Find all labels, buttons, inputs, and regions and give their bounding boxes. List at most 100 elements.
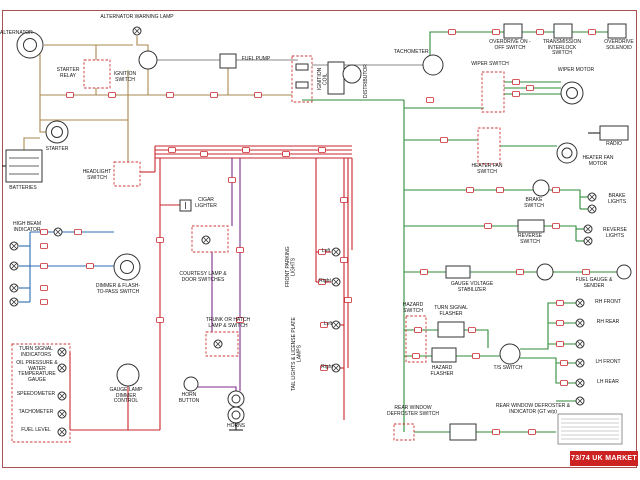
label-transmission-interlock-switch: TRANSMISSION INTERLOCK SWITCH bbox=[542, 39, 582, 57]
label-front-parking-lights: FRONT PARKING LIGHTS bbox=[285, 246, 297, 288]
starter-relay-box bbox=[83, 59, 111, 89]
wiper-switch-box bbox=[481, 71, 505, 113]
headlight-switch-box bbox=[113, 161, 141, 187]
label-alternator-warning-lamp: ALTERNATOR WARNING LAMP bbox=[100, 14, 174, 20]
instrument-lamp-cluster-box bbox=[11, 343, 71, 443]
trunk-lamp-box bbox=[205, 331, 239, 357]
turn-lamp-mid-2-filament bbox=[577, 398, 583, 404]
label-reverse-lights: REVERSE LIGHTS bbox=[603, 227, 627, 239]
label-ignition-coil: IGNITION COIL bbox=[317, 67, 329, 91]
label-headlight-switch: HEADLIGHT SWITCH bbox=[82, 169, 112, 181]
label-fuel-pump: FUEL PUMP bbox=[241, 56, 271, 62]
label-heater-fan-switch: HEATER FAN SWITCH bbox=[471, 163, 503, 175]
reverse-switch-symbol bbox=[517, 219, 545, 233]
parking-lamp-left-filament bbox=[333, 249, 339, 255]
label-ts-switch: T/S SWITCH bbox=[493, 365, 523, 371]
wire-connector bbox=[318, 249, 326, 255]
wire-connector bbox=[496, 187, 504, 193]
wire-connector bbox=[86, 263, 94, 269]
ts-switch-symbol bbox=[499, 343, 521, 365]
wire-connector bbox=[412, 353, 420, 359]
label-wiper-motor: WIPER MOTOR bbox=[557, 67, 595, 73]
warning-lamp-symbol-filament bbox=[134, 28, 140, 34]
label-parking-left: Left bbox=[321, 248, 331, 254]
label-rh-front: RH FRONT bbox=[595, 299, 621, 305]
wire-connector bbox=[528, 429, 536, 435]
interlock-switch-symbol bbox=[553, 23, 573, 39]
wire bbox=[39, 52, 46, 133]
wire-connector bbox=[282, 151, 290, 157]
label-wiper-switch: WIPER SWITCH bbox=[471, 61, 509, 67]
inst-lamp-2-filament bbox=[59, 365, 65, 371]
hazard-switch-box bbox=[405, 315, 427, 363]
label-horn-button: HORN BUTTON bbox=[178, 392, 200, 404]
wire-connector bbox=[552, 187, 560, 193]
fuse-2 bbox=[295, 81, 309, 89]
heater-fan-motor-symbol-inner bbox=[561, 147, 573, 159]
label-overdrive-solenoid: OVERDRIVE SOLENOID bbox=[604, 39, 634, 51]
wire-connector bbox=[588, 29, 596, 35]
label-inst-turn-signal: TURN SIGNAL INDICATORS bbox=[19, 346, 53, 358]
wire-connector bbox=[344, 297, 352, 303]
wire-connector bbox=[210, 92, 218, 98]
tail-lamp-right-filament bbox=[333, 365, 339, 371]
wire-connector bbox=[168, 147, 176, 153]
wire-connector bbox=[420, 269, 428, 275]
label-inst-oil-temp: OIL PRESSURE & WATER TEMPERATURE GAUGE bbox=[16, 360, 58, 383]
inst-lamp-5-filament bbox=[59, 429, 65, 435]
horn-1-inner bbox=[231, 394, 241, 404]
label-alternator: ALTERNATOR bbox=[0, 30, 33, 36]
label-tail-right: Right bbox=[321, 364, 333, 370]
diagram-border bbox=[2, 10, 637, 468]
wire-connector bbox=[40, 299, 48, 305]
label-rh-rear: RH REAR bbox=[596, 319, 620, 325]
gauge-lamp-dimmer-symbol bbox=[116, 363, 140, 387]
turn-lamp-rh-front-filament bbox=[577, 300, 583, 306]
brake-light-1-filament bbox=[589, 194, 595, 200]
fuel-sender-symbol bbox=[616, 264, 632, 280]
courtesy-lamp-box bbox=[191, 225, 229, 253]
label-starter-relay: STARTER RELAY bbox=[56, 67, 80, 79]
label-high-beam-indicator: HIGH BEAM INDICATOR bbox=[12, 221, 42, 233]
label-gauge-voltage-stabilizer: GAUGE VOLTAGE STABILIZER bbox=[450, 281, 494, 293]
headlamp-1-filament bbox=[11, 243, 17, 249]
label-cigar-lighter: CIGAR LIGHTER bbox=[195, 197, 217, 209]
label-horns: HORNS bbox=[226, 423, 246, 429]
wire-connector bbox=[556, 341, 564, 347]
label-turn-signal-flasher: TURN SIGNAL FLASHER bbox=[434, 305, 468, 317]
wire-connector bbox=[318, 147, 326, 153]
hazard-flasher-symbol bbox=[431, 347, 457, 363]
ignition-switch-symbol bbox=[138, 50, 158, 70]
wire-connector bbox=[526, 85, 534, 91]
wire-connector bbox=[66, 92, 74, 98]
wire-connector bbox=[320, 365, 328, 371]
turn-signal-flasher-symbol bbox=[437, 321, 465, 338]
wire-connector bbox=[472, 353, 480, 359]
alternator-symbol-inner bbox=[23, 38, 37, 52]
reverse-light-2-filament bbox=[585, 238, 591, 244]
wire-connector bbox=[236, 317, 244, 323]
wire-connector bbox=[156, 237, 164, 243]
trunk-lamp-filament bbox=[215, 341, 221, 347]
wire-connector bbox=[484, 223, 492, 229]
market-label-badge: 73/74 UK MARKET bbox=[570, 451, 638, 466]
brake-switch-symbol bbox=[532, 179, 550, 197]
distributor-symbol bbox=[342, 64, 362, 84]
label-lh-rear: LH REAR bbox=[597, 379, 619, 385]
wire-connector bbox=[414, 327, 422, 333]
brake-light-2-filament bbox=[589, 206, 595, 212]
fuel-pump-symbol bbox=[219, 53, 237, 69]
label-parking-right: Right bbox=[319, 278, 331, 284]
wire-connector bbox=[556, 300, 564, 306]
label-distributor: DISTRIBUTOR bbox=[363, 64, 369, 98]
wire-connector bbox=[512, 91, 520, 97]
wire-connector bbox=[560, 380, 568, 386]
label-rear-window-defroster-switch: REAR WINDOW DEFROSTER SWITCH bbox=[387, 405, 439, 417]
wire-connector bbox=[236, 247, 244, 253]
wire-connector bbox=[468, 327, 476, 333]
reverse-light-1-filament bbox=[585, 226, 591, 232]
label-batteries: BATTERIES bbox=[9, 185, 37, 191]
label-hazard-flasher: HAZARD FLASHER bbox=[430, 365, 454, 377]
wire bbox=[520, 302, 576, 350]
